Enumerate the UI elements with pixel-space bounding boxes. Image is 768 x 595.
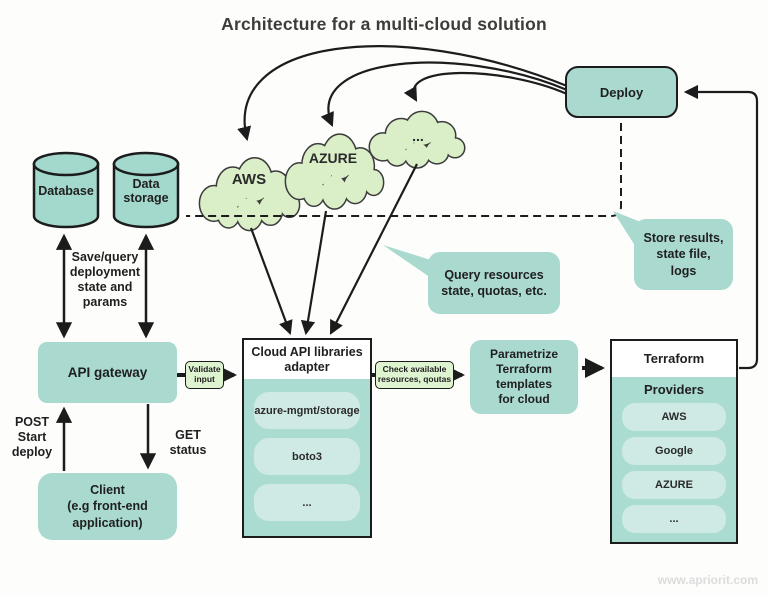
azure-cloud-label: AZURE xyxy=(308,150,358,166)
query-bubble-tail xyxy=(383,245,434,280)
adapter-body: azure-mgmt/storage boto3 ... xyxy=(244,379,370,536)
cloud-api-adapter-node: Cloud API libraries adapter azure-mgmt/s… xyxy=(242,338,372,538)
data-storage-cylinder-icon xyxy=(112,151,180,229)
api-gateway-node: API gateway xyxy=(38,342,177,403)
provider-item: AZURE xyxy=(622,471,726,499)
page-title: Architecture for a multi-cloud solution xyxy=(221,14,547,34)
parametrize-node: Parametrize Terraform templates for clou… xyxy=(470,340,578,414)
query-resources-bubble: Query resources state, quotas, etc. xyxy=(428,252,560,314)
check-resources-label: Check available resources, qoutas xyxy=(375,361,454,389)
validate-input-label: Validate input xyxy=(185,361,224,389)
providers-heading: Providers xyxy=(644,382,704,397)
other-to-adapter-arrow xyxy=(330,163,418,335)
get-annotation: GET status xyxy=(169,428,207,457)
deploy-to-aws-arrow xyxy=(237,45,568,142)
other-cloud-label: ... xyxy=(412,128,424,144)
adapter-title: Cloud API libraries adapter xyxy=(244,340,370,379)
provider-item: Google xyxy=(622,437,726,465)
aws-to-adapter-arrow xyxy=(249,227,293,336)
provider-item: ... xyxy=(622,505,726,533)
deploy-to-azure-arrow xyxy=(320,61,568,127)
azure-cloud-icon xyxy=(286,135,383,208)
adapter-item: ... xyxy=(254,484,360,521)
adapter-item: boto3 xyxy=(254,438,360,475)
database-label: Database xyxy=(38,184,94,198)
deploy-node: Deploy xyxy=(565,66,678,118)
watermark: www.apriorit.com xyxy=(657,573,758,587)
terraform-title: Terraform xyxy=(612,341,736,377)
aws-cloud-label: AWS xyxy=(231,171,267,188)
save-query-annotation: Save/query deployment state and params xyxy=(69,250,141,309)
provider-item: AWS xyxy=(622,403,726,431)
post-annotation: POST Start deploy xyxy=(11,415,53,459)
terraform-body: Providers AWS Google AZURE ... xyxy=(612,377,736,542)
aws-cloud-icon xyxy=(200,159,299,230)
adapter-item: azure-mgmt/storage xyxy=(254,392,360,429)
other-cloud-icon xyxy=(370,112,464,167)
azure-to-adapter-arrow xyxy=(300,210,328,336)
terraform-to-deploy-line xyxy=(683,84,759,370)
deploy-to-other-arrow xyxy=(403,71,568,102)
database-cylinder-icon xyxy=(32,151,100,229)
client-node: Client (e.g front-end application) xyxy=(38,473,177,540)
data-storage-label: Data storage xyxy=(123,177,169,206)
terraform-node: Terraform Providers AWS Google AZURE ... xyxy=(610,339,738,544)
store-results-bubble: Store results, state file, logs xyxy=(634,219,733,290)
